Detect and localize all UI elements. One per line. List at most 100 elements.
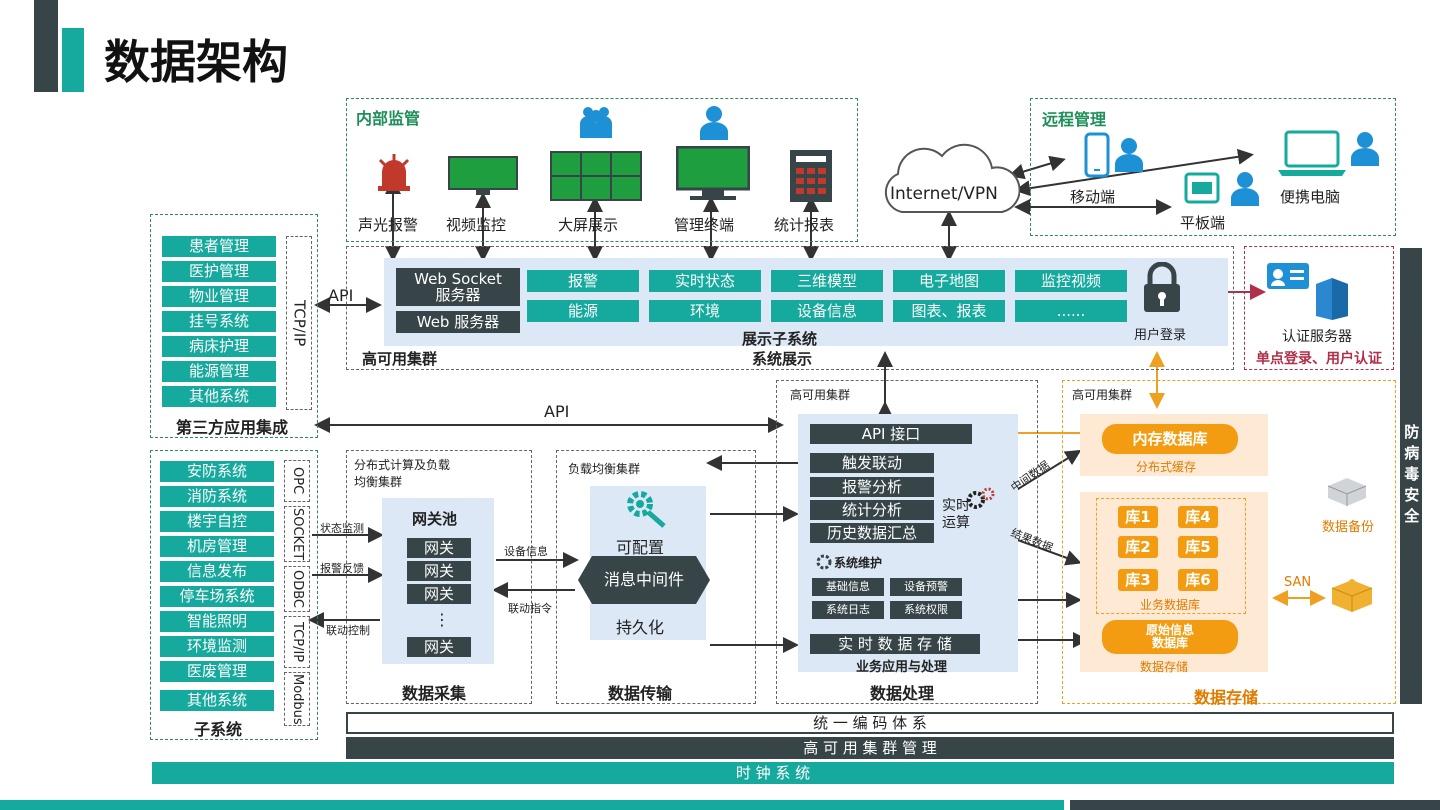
state-monitor-label: 状态监测 (320, 522, 364, 535)
collection-footer: 数据采集 (402, 684, 467, 703)
gear-search-icon (626, 490, 670, 530)
list-item: 消防系统 (160, 486, 274, 507)
storage-cluster-label: 高可用集群 (1072, 388, 1133, 402)
auth-server-label: 认证服务器 (1282, 329, 1352, 345)
footer-strip-teal (0, 800, 1064, 810)
maint-device-warning: 设备预警 (890, 578, 962, 596)
list-item: 能源管理 (162, 361, 276, 382)
gateway-2: 网关 (407, 561, 471, 581)
lock-icon (1140, 262, 1184, 314)
third-party-footer: 第三方应用集成 (176, 418, 289, 437)
san-label: SAN (1284, 575, 1312, 590)
protocol-label: SOCKET (290, 507, 306, 561)
video-wall-icon (550, 151, 642, 201)
display-cell-realtime: 实时状态 (649, 270, 761, 292)
transfer-panel (556, 450, 756, 704)
mobile-label: 移动端 (1070, 188, 1116, 206)
realtime-calc-label: 实时 运算 (942, 498, 970, 531)
display-cell-map: 电子地图 (893, 270, 1005, 292)
encoding-bar: 统 一 编 码 体 系 (346, 712, 1394, 734)
id-card-icon (1266, 262, 1310, 290)
tablet-icon (1184, 172, 1220, 206)
maintenance-icon (816, 554, 832, 570)
list-item: 楼宇自控 (160, 511, 274, 532)
processing-panel (776, 380, 1038, 704)
alarm-analysis: 报警分析 (810, 477, 934, 497)
display-cluster-panel (346, 246, 1234, 370)
internal-label-video: 视频监控 (446, 216, 507, 234)
display-cell-alarm: 报警 (527, 270, 639, 292)
transfer-footer: 数据传输 (608, 684, 673, 703)
api-label-mid: API (544, 402, 570, 421)
laptop-icon (1276, 130, 1348, 178)
web-server: Web 服务器 (396, 311, 520, 333)
history-summary: 历史数据汇总 (810, 523, 934, 543)
websocket-server: Web Socket 服务器 (396, 268, 520, 306)
maint-system-permission: 系统权限 (890, 601, 962, 619)
display-cluster-label: 高可用集群 (362, 350, 438, 368)
display-cell-energy: 能源 (527, 300, 639, 322)
tablet-label: 平板端 (1180, 214, 1226, 232)
protocol-label: OPC (290, 467, 306, 495)
remote-management-panel (1030, 98, 1396, 236)
internal-monitoring-panel (346, 98, 858, 242)
list-item: 物业管理 (162, 286, 276, 307)
db-4: 库4 (1178, 506, 1218, 528)
trigger-linkage: 触发联动 (810, 453, 934, 473)
processing-cluster-label: 高可用集群 (790, 388, 851, 402)
third-party-panel (150, 214, 318, 438)
storage-array-icon (1328, 576, 1376, 612)
list-item: 病床护理 (162, 336, 276, 357)
display-cell-3d: 三维模型 (771, 270, 883, 292)
backup-server-icon (1324, 476, 1370, 506)
device-info-label: 设备信息 (504, 545, 548, 558)
collection-panel (346, 450, 532, 704)
collection-top: 分布式计算及负载 均衡集群 (354, 458, 451, 489)
protocol-odbc: ODBC (284, 566, 310, 612)
phone-icon (1084, 132, 1110, 178)
realtime-storage: 实 时 数 据 存 储 (810, 634, 980, 654)
stat-analysis: 统计分析 (810, 500, 934, 520)
configurable-label: 可配置 (616, 538, 665, 557)
laptop-label: 便携电脑 (1280, 188, 1341, 206)
cluster-mgmt-bar: 高 可 用 集 群 管 理 (346, 737, 1394, 759)
clock-bar: 时 钟 系 统 (152, 762, 1394, 784)
db-2: 库2 (1118, 536, 1158, 558)
persistent-label: 持久化 (616, 618, 665, 637)
display-system-label: 系统展示 (752, 350, 813, 368)
gateway-1: 网关 (407, 538, 471, 558)
remote-management-title: 远程管理 (1042, 110, 1107, 129)
list-item: 环境监测 (160, 636, 274, 657)
auth-sso-label: 单点登录、用户认证 (1256, 351, 1382, 367)
maint-basic-info: 基础信息 (812, 578, 884, 596)
list-item: 智能照明 (160, 611, 274, 632)
tablet-user-icon (1228, 170, 1262, 206)
protocol-socket: SOCKET (284, 506, 310, 562)
list-item: 挂号系统 (162, 311, 276, 332)
list-item: 信息发布 (160, 561, 274, 582)
linkage-control-label: 联动控制 (326, 624, 370, 637)
list-item: 医护管理 (162, 261, 276, 282)
subsystems-list: 安防系统 消防系统 楼宇自控 机房管理 信息发布 停车场系统 智能照明 环境监测… (160, 461, 274, 711)
protocol-opc: OPC (284, 460, 310, 502)
protocol-label: ODBC (290, 569, 306, 608)
subsystems-panel (150, 450, 318, 740)
gateway-3: 网关 (407, 584, 471, 604)
internal-label-terminal: 管理终端 (674, 216, 735, 234)
storage-panel (1062, 380, 1396, 704)
bizdb-panel (1096, 498, 1246, 614)
internal-label-report: 统计报表 (774, 216, 835, 234)
middleware-shape (578, 556, 710, 604)
gateway-dots: ⋮ (434, 610, 450, 629)
api-interface: API 接口 (810, 424, 972, 444)
cache-label: 分布式缓存 (1136, 460, 1197, 474)
display-cell-more: ...... (1015, 300, 1127, 322)
auth-panel (1244, 246, 1394, 370)
siren-icon (376, 152, 412, 192)
laptop-user-icon (1348, 130, 1382, 166)
protocol-modbus: Modbus (284, 672, 310, 726)
db-5: 库5 (1178, 536, 1218, 558)
transfer-top: 负载均衡集群 (568, 462, 641, 476)
memory-db: 内存数据库 (1102, 424, 1238, 454)
protocol-tcpip: TCP/IP (284, 616, 310, 668)
